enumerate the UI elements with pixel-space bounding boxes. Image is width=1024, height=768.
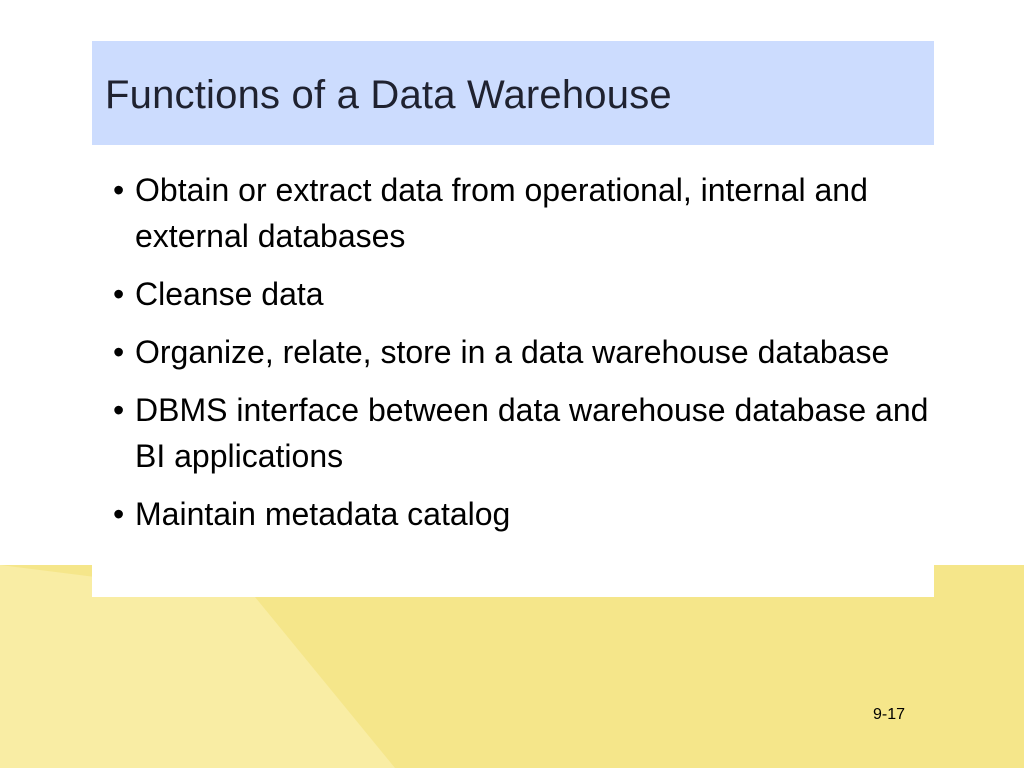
- slide-number: 9-17: [872, 706, 905, 723]
- bullet-list: • Obtain or extract data from operationa…: [92, 167, 934, 549]
- bullet-text: Organize, relate, store in a data wareho…: [135, 334, 890, 370]
- bullet-item-cleanse: • Cleanse data: [92, 271, 934, 317]
- background-yellow-light-facet: [0, 565, 395, 768]
- bullet-icon: •: [113, 172, 125, 208]
- bullet-item-metadata: • Maintain metadata catalog: [92, 491, 934, 537]
- bullet-icon: •: [113, 392, 125, 428]
- bullet-item-dbms-interface: • DBMS interface between data warehouse …: [92, 387, 934, 479]
- slide-title: Functions of a Data Warehouse: [105, 73, 672, 117]
- bullet-item-organize: • Organize, relate, store in a data ware…: [92, 329, 934, 375]
- bullet-item-extract: • Obtain or extract data from operationa…: [92, 167, 934, 259]
- content-panel: • Obtain or extract data from operationa…: [92, 145, 934, 597]
- bullet-icon: •: [113, 276, 125, 312]
- title-band: Functions of a Data Warehouse: [92, 41, 934, 145]
- bullet-icon: •: [113, 496, 125, 532]
- bullet-text: Cleanse data: [135, 276, 324, 312]
- bullet-icon: •: [113, 334, 125, 370]
- bullet-text: DBMS interface between data warehouse da…: [135, 392, 929, 474]
- bullet-text: Maintain metadata catalog: [135, 496, 511, 532]
- bullet-text: Obtain or extract data from operational,…: [135, 172, 868, 254]
